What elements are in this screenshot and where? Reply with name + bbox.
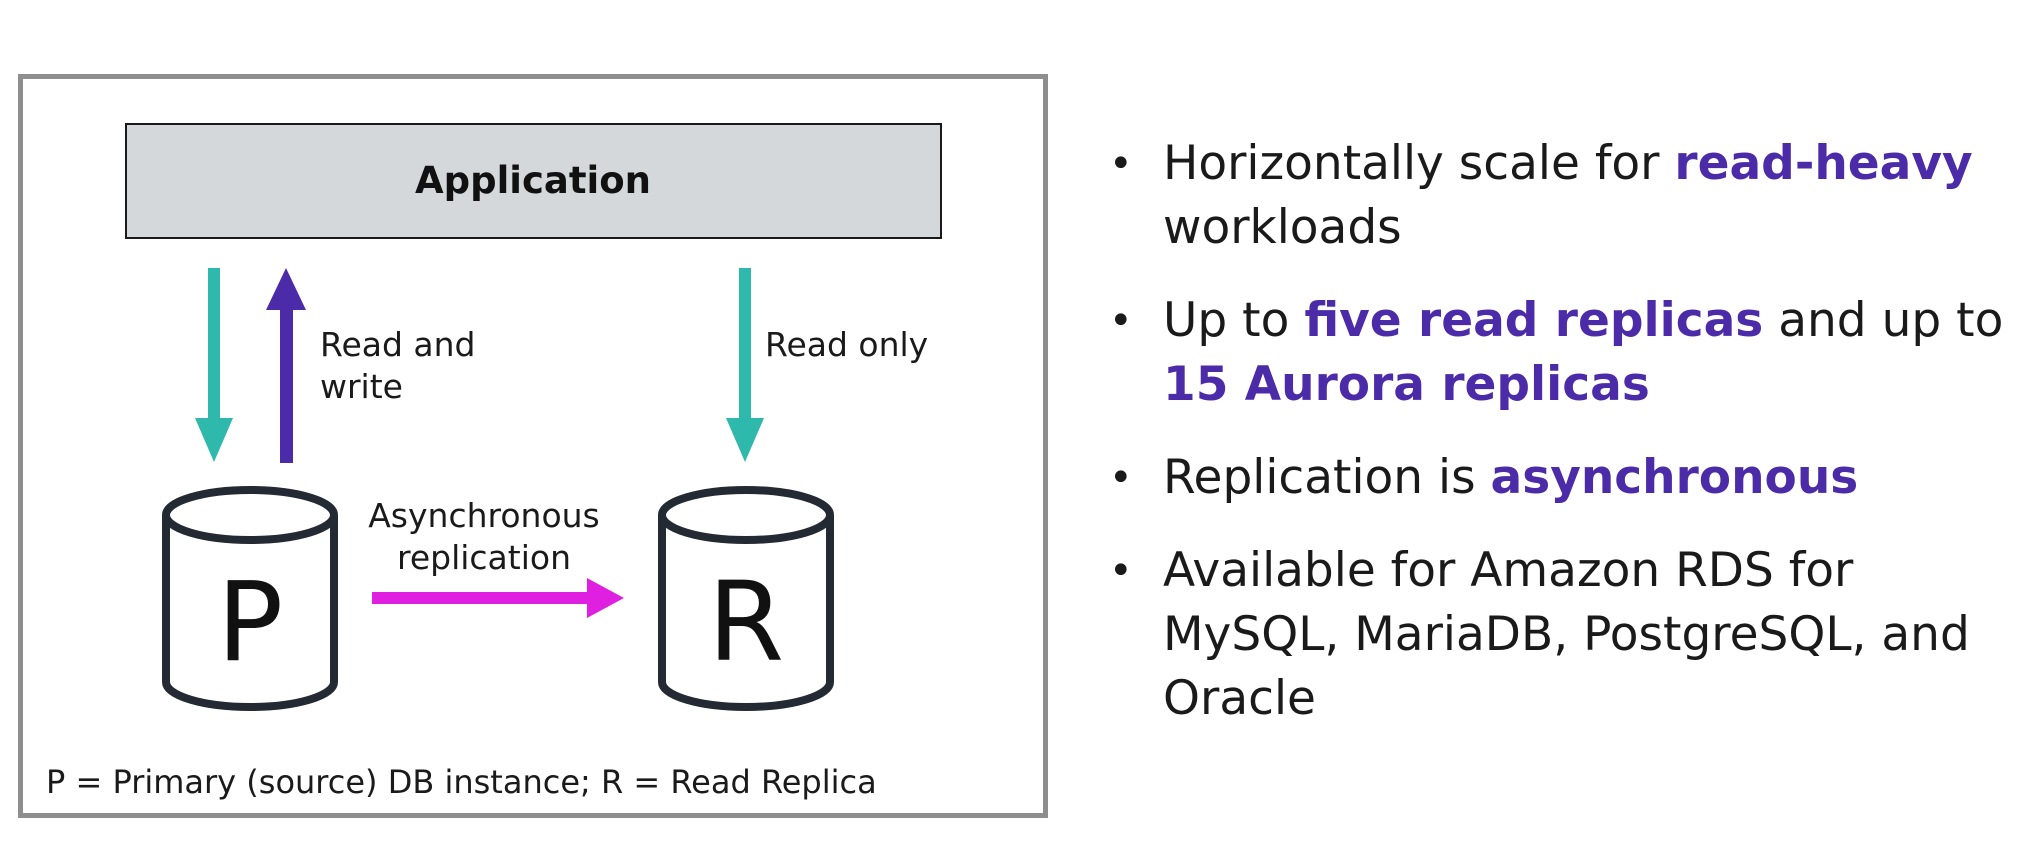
read-write-label-line2: write bbox=[320, 367, 403, 406]
read-write-down-arrow bbox=[195, 268, 233, 462]
bullet-text: Up to bbox=[1163, 293, 1305, 348]
bullet-text: Horizontally scale for bbox=[1163, 136, 1675, 191]
replica-db-letter: R bbox=[708, 558, 784, 686]
bullet-dot-icon: • bbox=[1109, 548, 1133, 594]
primary-db-letter: P bbox=[217, 558, 283, 686]
highlighted-text: five read replicas bbox=[1304, 293, 1764, 348]
feature-bullet: • Available for Amazon RDS for MySQL, Mar… bbox=[1105, 539, 2025, 731]
feature-bullet-list: • Horizontally scale for read-heavy workl… bbox=[1105, 132, 2025, 760]
async-label-line2: replication bbox=[397, 538, 571, 577]
feature-bullet: • Horizontally scale for read-heavy workl… bbox=[1105, 132, 2025, 260]
bullet-dot-icon: • bbox=[1109, 455, 1133, 501]
highlighted-text: asynchronous bbox=[1490, 450, 1859, 505]
bullet-dot-icon: • bbox=[1109, 298, 1133, 344]
bullet-text: and up to bbox=[1763, 293, 2004, 348]
bullet-text: Replication is bbox=[1163, 450, 1491, 505]
bullet-dot-icon: • bbox=[1109, 141, 1133, 187]
async-replication-arrow bbox=[372, 578, 624, 618]
read-only-down-arrow bbox=[726, 268, 764, 462]
feature-bullet: • Up to five read replicas and up to 15 A… bbox=[1105, 289, 2025, 417]
bullet-text: Available for Amazon RDS for MySQL, Mari… bbox=[1163, 543, 1970, 726]
async-label-line1: Asynchronous bbox=[368, 496, 600, 535]
highlighted-text: read-heavy bbox=[1674, 136, 1973, 191]
read-write-up-arrow bbox=[266, 268, 306, 463]
bullet-text: workloads bbox=[1163, 200, 1402, 255]
replica-db-cylinder bbox=[658, 486, 834, 711]
application-label: Application bbox=[415, 159, 651, 202]
primary-db-cylinder bbox=[162, 486, 338, 711]
diagram-footnote: P = Primary (source) DB instance; R = Re… bbox=[46, 763, 877, 801]
feature-bullet: • Replication is asynchronous bbox=[1105, 446, 2025, 510]
highlighted-text: 15 Aurora replicas bbox=[1163, 357, 1650, 412]
application-box bbox=[125, 123, 942, 239]
read-only-label: Read only bbox=[765, 325, 928, 364]
read-write-label-line1: Read and bbox=[320, 325, 476, 364]
